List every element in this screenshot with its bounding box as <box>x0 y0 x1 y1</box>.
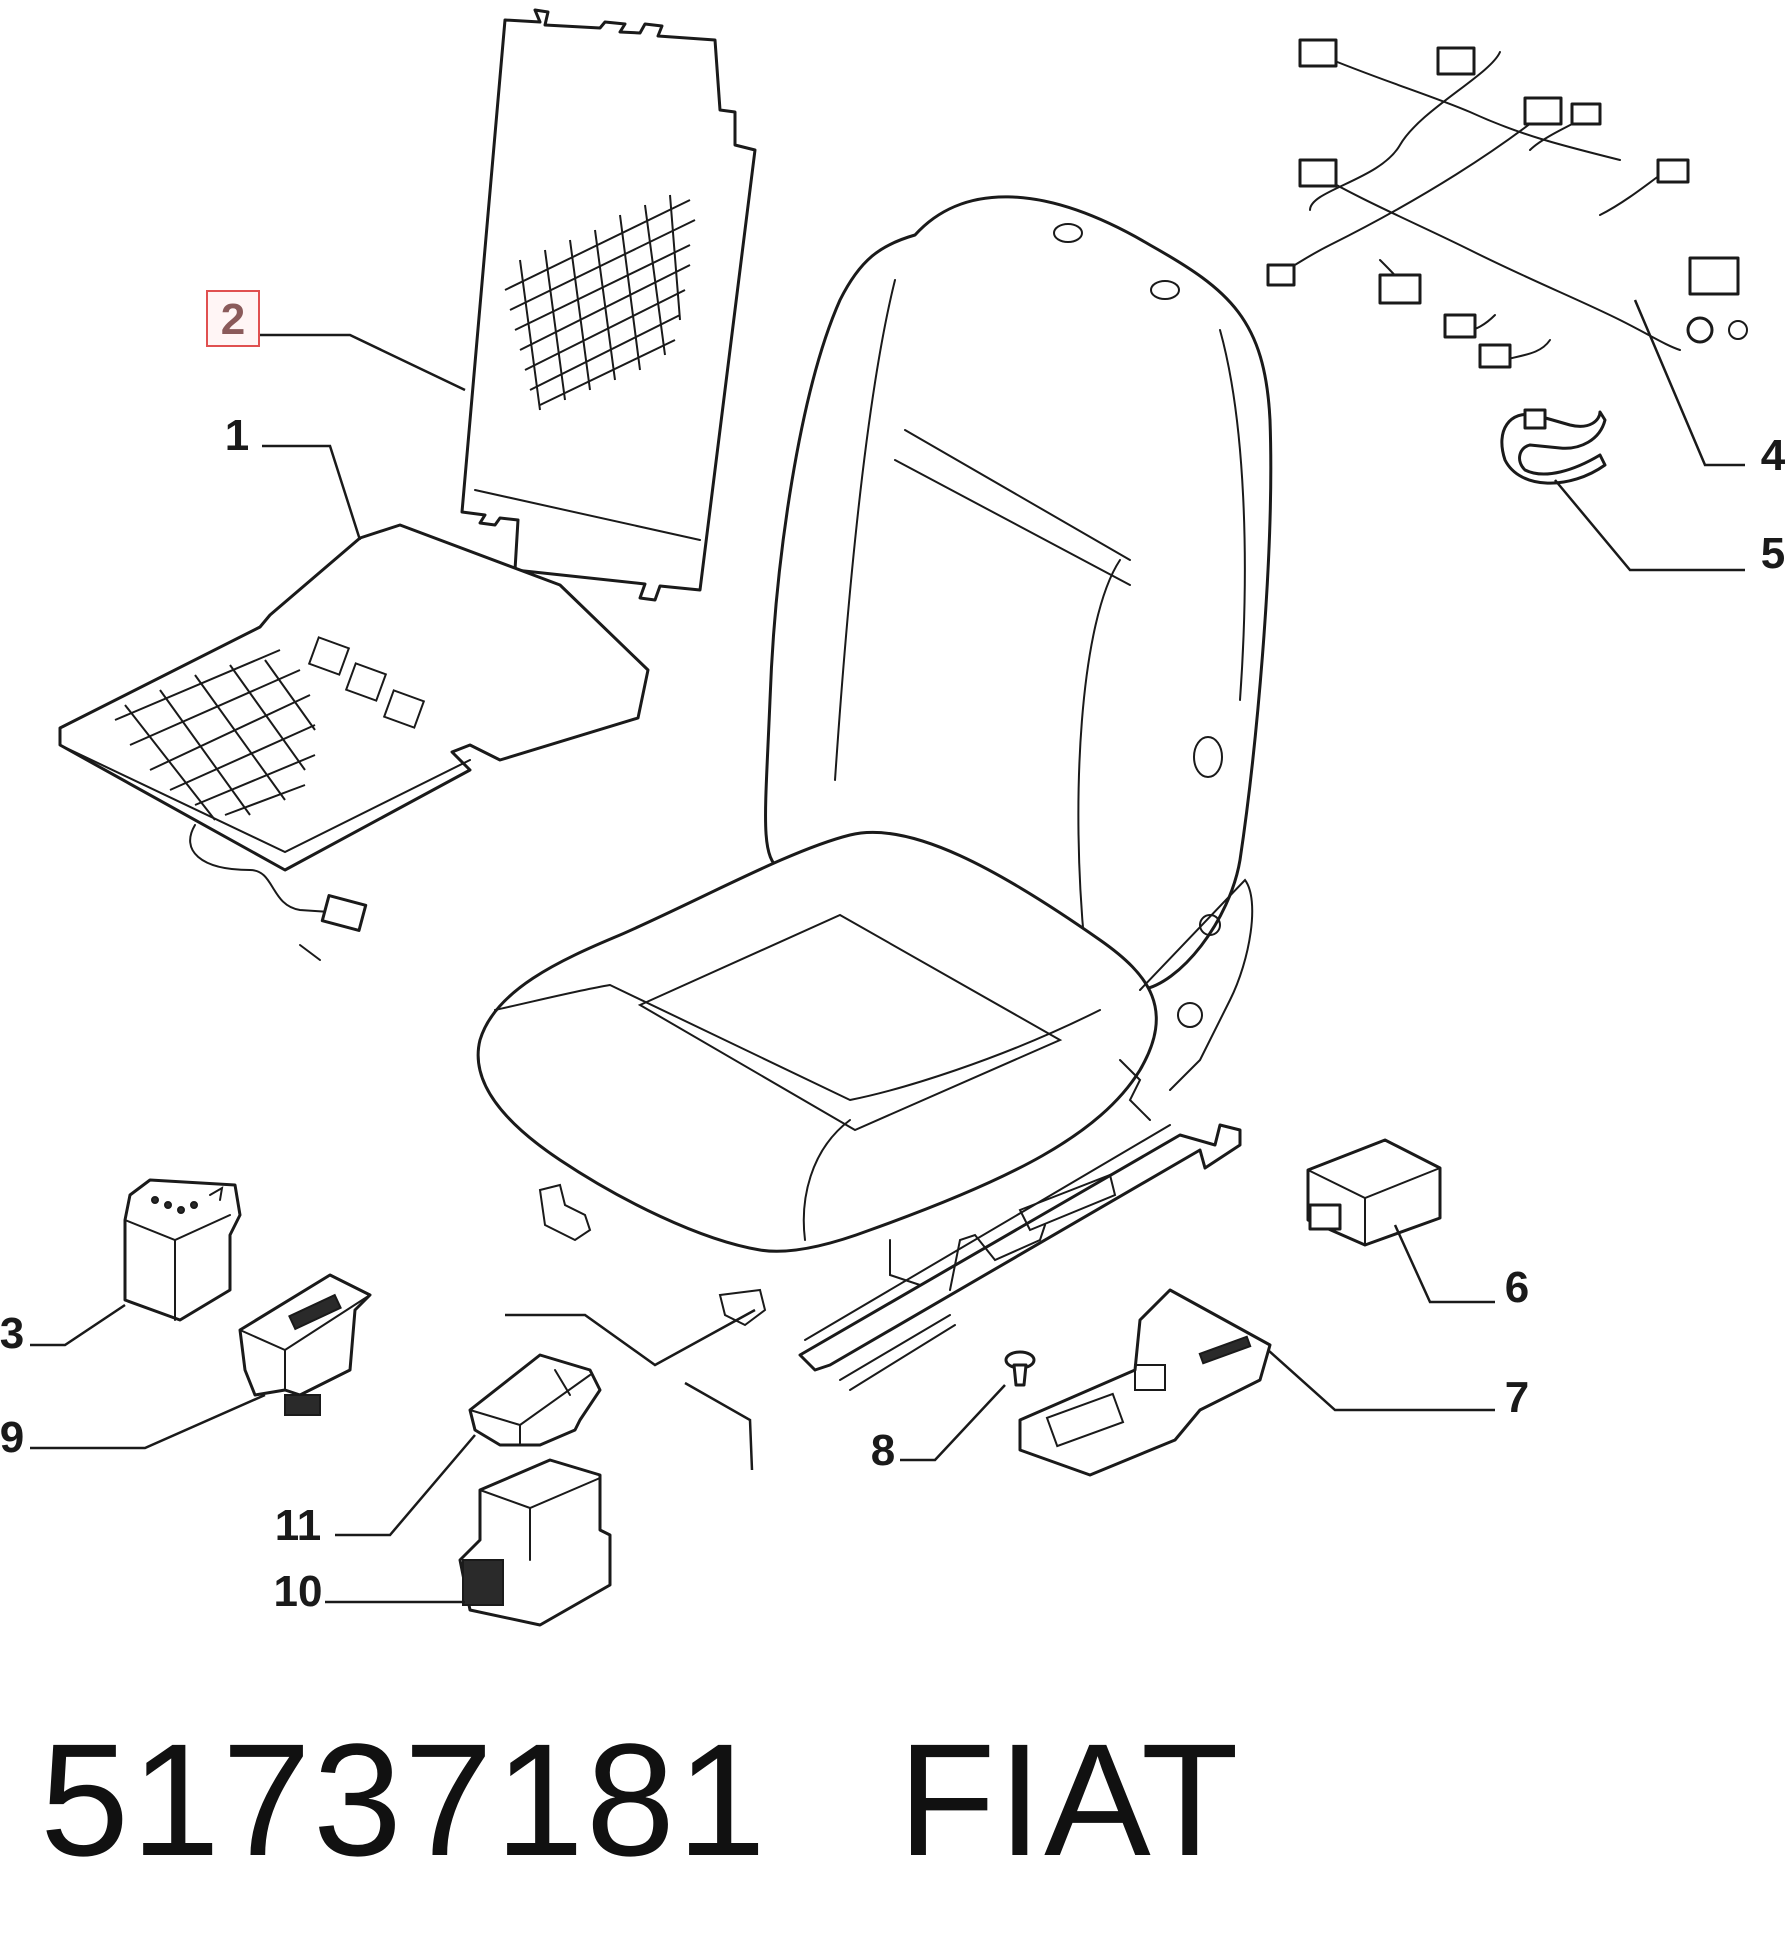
seat-switch <box>123 1178 242 1322</box>
callout-6: 6 <box>1505 1263 1529 1312</box>
switch-bracket <box>1018 1288 1272 1477</box>
control-module <box>1306 1138 1442 1247</box>
leader-5 <box>1554 479 1745 572</box>
part-number: 51737181 <box>40 1710 768 1889</box>
leader-9 <box>30 1393 266 1450</box>
leader-7 <box>1267 1349 1495 1412</box>
seat-assembly <box>476 195 1273 1391</box>
callout-11: 11 <box>275 1501 322 1550</box>
leader-seat-a <box>505 1308 756 1367</box>
callout-2: 2 <box>221 295 245 344</box>
part-caption: 51737181 FIAT <box>40 1700 1241 1900</box>
leader-4 <box>1633 299 1745 467</box>
callout-7: 7 <box>1505 1373 1529 1422</box>
callout-4: 4 <box>1761 431 1786 480</box>
callout-5: 5 <box>1761 529 1785 578</box>
leader-2 <box>260 333 466 392</box>
leader-lines <box>30 299 1745 1604</box>
callout-8: 8 <box>871 1426 895 1475</box>
wiring-harness <box>1266 38 1748 369</box>
connector-small <box>468 1353 602 1447</box>
backrest-heating-mat <box>460 8 757 602</box>
cushion-heating-mat <box>58 523 650 961</box>
leader-6 <box>1393 1224 1495 1304</box>
callout-2-highlight <box>206 290 260 347</box>
screw <box>1004 1350 1036 1387</box>
cable-tie <box>1500 408 1607 485</box>
leader-11 <box>335 1434 476 1537</box>
callout-10: 10 <box>274 1567 323 1616</box>
connector-housing <box>458 1458 612 1627</box>
callout-1: 1 <box>225 411 249 460</box>
rocker-switch <box>238 1273 372 1416</box>
leader-1 <box>262 444 362 541</box>
callout-9: 9 <box>0 1413 24 1462</box>
leader-3 <box>30 1303 126 1347</box>
callouts: 2 1 3 4 5 6 7 8 9 10 11 <box>0 290 1786 1616</box>
leader-8 <box>900 1384 1006 1462</box>
leader-seat-b <box>684 1381 754 1471</box>
brand-name: FIAT <box>897 1710 1241 1889</box>
callout-3: 3 <box>0 1309 24 1358</box>
